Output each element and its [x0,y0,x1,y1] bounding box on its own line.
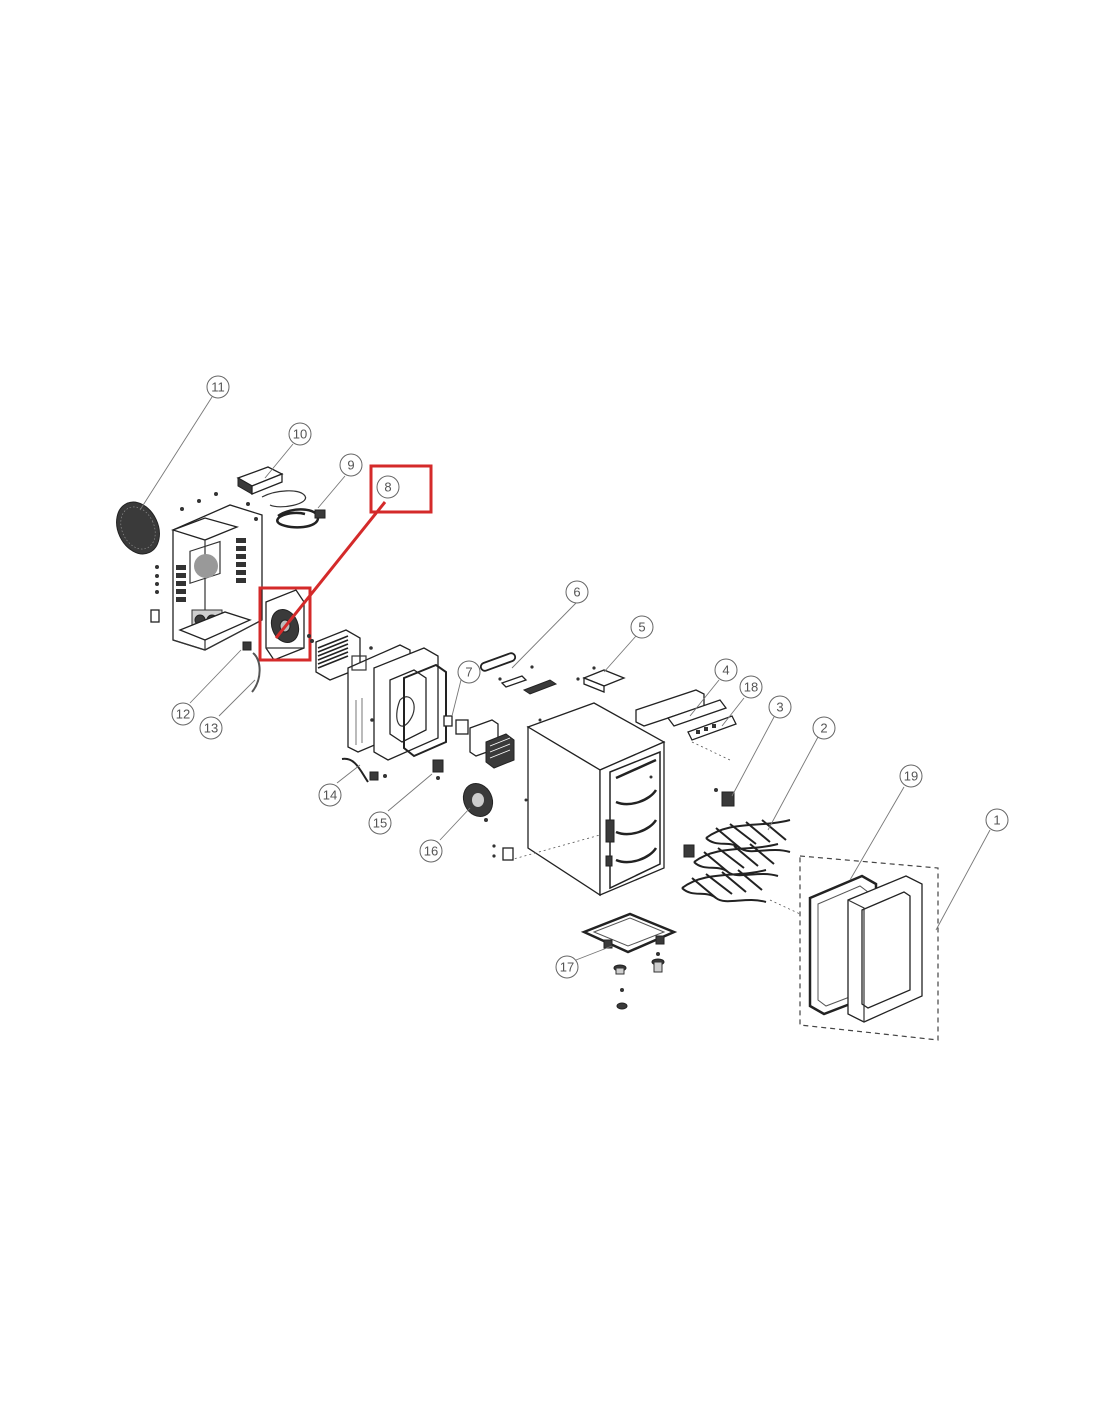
callout-15: 15 [368,811,392,835]
callout-label: 15 [373,816,387,831]
callout-3: 3 [768,695,792,719]
part-cabinet [526,702,666,897]
callout-label: 11 [211,380,225,395]
callout-label: 6 [573,585,580,600]
callout-label: 4 [722,663,729,678]
part-fan-grille [116,501,160,555]
callout-8: 8 [376,475,400,499]
part-control-board [576,666,626,693]
part-light-strip [479,652,558,695]
callout-label: 13 [204,721,218,736]
callout-label: 9 [347,458,354,473]
part-door-frame [847,875,923,1023]
callout-label: 14 [323,788,337,803]
part-sensor-wire [341,757,369,783]
callout-14: 14 [318,783,342,807]
part-top-cover [635,689,728,727]
callout-label: 17 [560,960,574,975]
leader-lines [139,396,991,961]
callout-label: 18 [744,680,758,695]
callout-label: 8 [384,480,391,495]
callout-5: 5 [630,615,654,639]
part-power-adapter [236,466,306,508]
part-power-cord [276,508,326,529]
callout-label: 16 [424,844,438,859]
part-base-frame [580,912,678,954]
screws-mid [307,634,374,722]
callout-label: 5 [638,620,645,635]
callout-4: 4 [714,658,738,682]
part-gasket-frame [373,647,447,761]
part-wire-racks [681,819,791,903]
callout-7: 7 [457,660,481,684]
callout-label: 3 [776,700,783,715]
callout-18: 18 [739,675,763,699]
callout-13: 13 [199,716,223,740]
part-13-cable [242,641,261,693]
part-feet [613,952,665,1010]
screws-housing-top [155,492,258,594]
part-inner-fan [462,782,494,822]
part-hinge-plate [492,844,514,861]
callout-19: 19 [899,764,923,788]
callout-11: 11 [206,375,230,399]
callout-label: 19 [904,769,918,784]
highlight-label-box [369,464,433,514]
part-hinge [683,788,735,858]
highlight-box-fan [258,586,312,662]
callout-1: 1 [985,808,1009,832]
callout-9: 9 [339,453,363,477]
part-display-panel [687,715,737,761]
callout-2: 2 [812,716,836,740]
part-inner-heatsink [443,715,515,769]
callout-label: 2 [820,721,827,736]
callout-label: 7 [465,665,472,680]
callout-10: 10 [288,422,312,446]
part-rear-housing [170,504,263,651]
callout-label: 12 [176,707,190,722]
door-assembly-outline [799,855,939,1041]
part-small-clip [150,609,160,623]
highlight-leader [274,501,387,639]
callout-label: 10 [293,427,307,442]
callout-6: 6 [565,580,589,604]
part-fasteners [369,759,444,781]
callout-label: 1 [993,813,1000,828]
callout-16: 16 [419,839,443,863]
callout-12: 12 [171,702,195,726]
callout-17: 17 [555,955,579,979]
